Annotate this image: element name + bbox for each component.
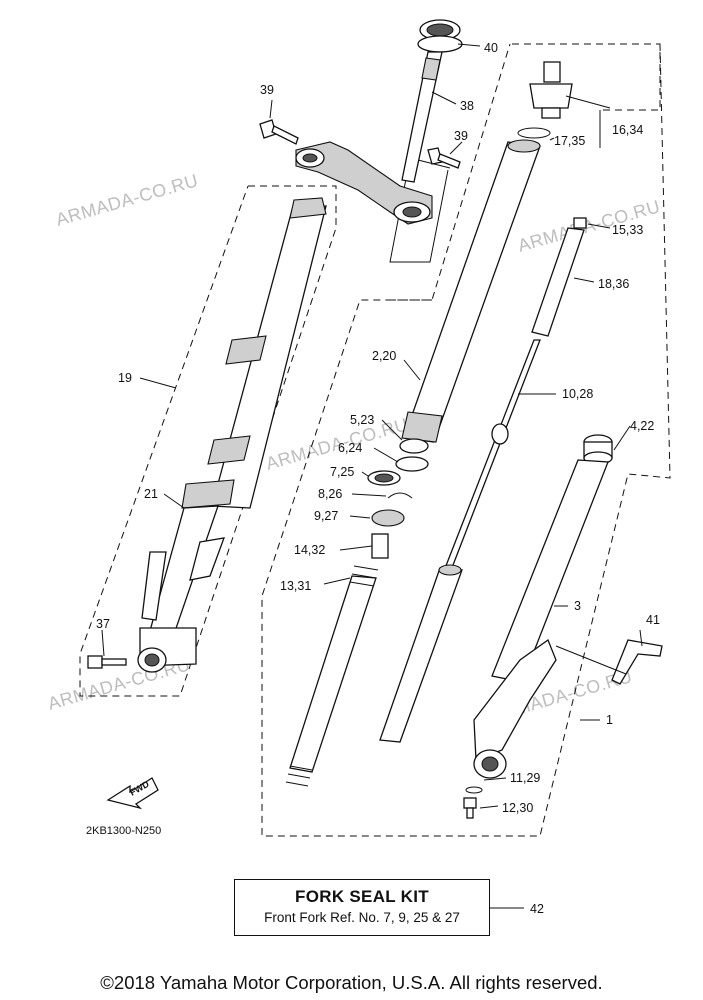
callout-14-32: 14,32 [294, 543, 325, 557]
watermark: ARMADA-CO.RU [54, 170, 201, 230]
nut-part [573, 217, 587, 229]
callout-39: 39 [260, 83, 274, 97]
callout-1: 1 [606, 713, 613, 727]
outer-tube-part [473, 459, 609, 779]
outer-bushing-part [583, 434, 613, 465]
kit-title: FORK SEAL KIT [295, 887, 429, 906]
callout-15-33: 15,33 [612, 223, 643, 237]
cylinder-part [379, 564, 463, 743]
right-fork-group-outline-top [512, 43, 661, 111]
callout-8-26: 8,26 [318, 487, 342, 501]
spring-part [285, 565, 379, 787]
steering-stem-38-part [401, 51, 443, 183]
callout-38: 38 [460, 99, 474, 113]
right-fork-group-outline [261, 43, 671, 837]
callout-42: 42 [530, 902, 544, 916]
callout-7-25: 7,25 [330, 465, 354, 479]
hose-bracket-part [611, 639, 663, 685]
callout-labels: 40 38 39 39 16,34 17,35 15,33 18,36 19 2… [96, 41, 660, 916]
clip-part [387, 492, 413, 499]
callout-3: 3 [574, 599, 581, 613]
callout-40: 40 [484, 41, 498, 55]
callout-16-34: 16,34 [612, 123, 643, 137]
bolt-37-part [87, 655, 127, 669]
fwd-arrow-icon: FWD [106, 777, 159, 810]
callout-5-23: 5,23 [350, 413, 374, 427]
collar-part [371, 533, 389, 559]
callout-13-31: 13,31 [280, 579, 311, 593]
bolt-39-part [427, 147, 461, 169]
bushing-part [399, 438, 429, 454]
stem-bracket [389, 157, 451, 263]
callout-11-29: 11,29 [510, 771, 540, 785]
callout-4-22: 4,22 [630, 419, 654, 433]
copyright-notice: ©2018 Yamaha Motor Corporation, U.S.A. A… [100, 972, 603, 993]
group-outlines [79, 43, 671, 837]
o-ring-part [517, 127, 551, 139]
dust-seal-part [371, 509, 405, 527]
kit-description: Front Fork Ref. No. 7, 9, 25 & 27 [264, 910, 460, 925]
drain-bolt-part [463, 786, 483, 819]
left-fork-assembly-part [137, 197, 327, 673]
callout-2-20: 2,20 [372, 349, 396, 363]
callout-12-30: 12,30 [502, 801, 533, 815]
callout-19: 19 [118, 371, 132, 385]
fork-seal-kit-box: FORK SEAL KIT Front Fork Ref. No. 7, 9, … [234, 879, 490, 936]
callout-9-27: 9,27 [314, 509, 338, 523]
washer-part [395, 456, 429, 472]
cap-bolt-part [517, 61, 573, 139]
callout-39: 39 [454, 129, 468, 143]
callout-21: 21 [144, 487, 158, 501]
callout-6-24: 6,24 [338, 441, 362, 455]
callout-10-28: 10,28 [562, 387, 593, 401]
spacer-part [531, 227, 585, 337]
leader-lines [101, 43, 643, 909]
left-fork-group-outline [79, 185, 337, 697]
inner-tube-part [401, 139, 541, 443]
callout-41: 41 [646, 613, 660, 627]
bolt-39-part [259, 119, 299, 145]
callout-17-35: 17,35 [554, 134, 585, 148]
callout-18-36: 18,36 [598, 277, 629, 291]
bearing-40-part [417, 19, 463, 53]
seal-stack-part [367, 438, 429, 527]
diagram-code: 2KB1300-N250 [86, 825, 161, 837]
callout-37: 37 [96, 617, 110, 631]
under-bracket-part [295, 141, 433, 225]
